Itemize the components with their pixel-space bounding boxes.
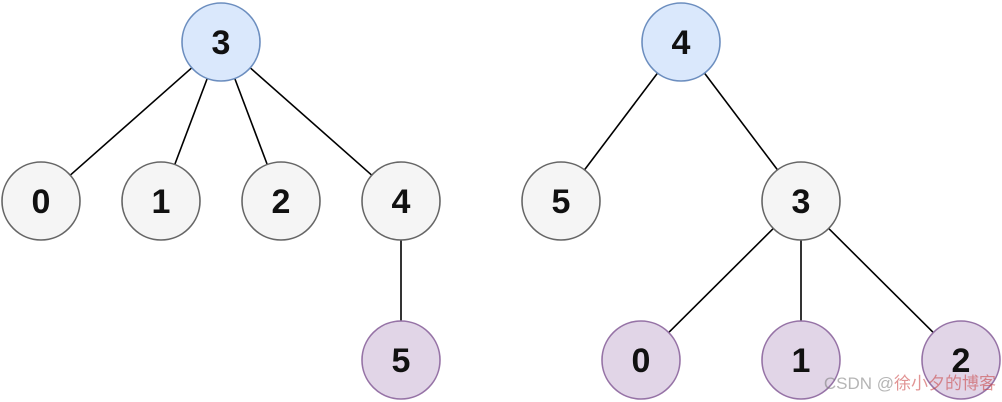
edge-left-tree-3-to-0 [69, 67, 193, 176]
right-tree-node-3-label: 3 [792, 183, 811, 221]
right-tree-node-5-circle [521, 161, 601, 241]
right-tree-node-4-circle [641, 2, 721, 82]
right-tree-node-1-label: 1 [792, 342, 811, 380]
right-tree-node-2-label: 2 [952, 342, 971, 380]
right-tree-node-4: 4 [641, 2, 721, 82]
left-tree-node-1: 1 [121, 161, 201, 241]
left-tree-node-3-label: 3 [212, 24, 231, 62]
left-tree-node-3: 3 [181, 2, 261, 82]
left-tree-node-5-circle [361, 320, 441, 400]
left-tree-node-1-circle [121, 161, 201, 241]
left-tree-node-0: 0 [1, 161, 81, 241]
right-tree-node-5: 5 [521, 161, 601, 241]
left-tree-node-2: 2 [241, 161, 321, 241]
edge-left-tree-3-to-2 [234, 78, 268, 165]
left-tree-node-5: 5 [361, 320, 441, 400]
edges-layer [69, 67, 934, 334]
right-tree-node-3-circle [761, 161, 841, 241]
left-tree-node-5-label: 5 [392, 342, 411, 380]
edge-right-tree-4-to-5 [583, 72, 659, 171]
right-tree-node-2: 2 [921, 320, 1001, 400]
edge-left-tree-3-to-4 [249, 67, 373, 176]
edge-right-tree-4-to-3 [703, 72, 779, 171]
left-tree-node-0-circle [1, 161, 81, 241]
right-tree-node-1: 1 [761, 320, 841, 400]
right-tree-node-5-label: 5 [552, 183, 571, 221]
left-tree-node-0-label: 0 [32, 183, 51, 221]
right-tree-node-0-label: 0 [632, 342, 651, 380]
right-tree-node-4-label: 4 [672, 24, 691, 62]
right-tree-node-0: 0 [601, 320, 681, 400]
edge-right-tree-3-to-0 [668, 227, 774, 334]
left-tree-node-2-circle [241, 161, 321, 241]
right-tree-node-0-circle [601, 320, 681, 400]
right-tree-node-1-circle [761, 320, 841, 400]
left-tree-node-4: 4 [361, 161, 441, 241]
left-tree-node-4-label: 4 [392, 183, 411, 221]
left-tree-node-2-label: 2 [272, 183, 291, 221]
right-tree-node-3: 3 [761, 161, 841, 241]
watermark-author: 徐小夕的博客 [894, 374, 996, 393]
watermark: CSDN @徐小夕的博客 [824, 369, 996, 394]
watermark-site: CSDN @ [823, 374, 894, 393]
left-tree-node-4-circle [361, 161, 441, 241]
left-tree-node-1-label: 1 [152, 183, 171, 221]
edge-left-tree-3-to-1 [174, 78, 208, 165]
edge-right-tree-3-to-2 [828, 227, 934, 334]
right-tree-node-2-circle [921, 320, 1001, 400]
left-tree-node-3-circle [181, 2, 261, 82]
